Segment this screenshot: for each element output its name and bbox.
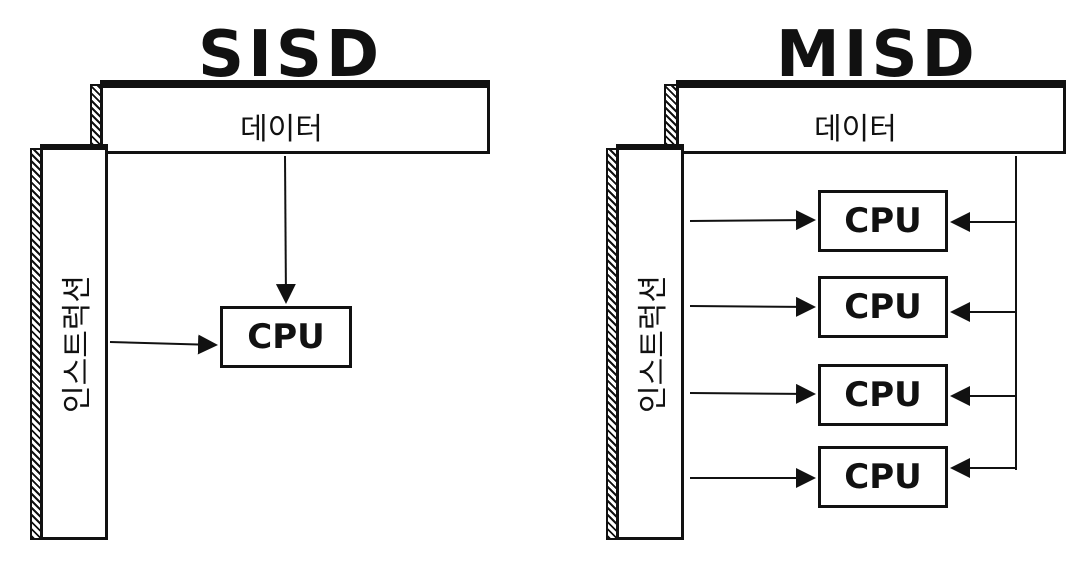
misd-cpu-3: CPU — [818, 364, 948, 426]
misd-cpu-4: CPU — [818, 446, 948, 508]
misd-title: MISD — [776, 18, 979, 92]
sisd-data-bar — [100, 80, 490, 154]
misd-instruction-arrow — [689, 210, 816, 231]
sisd-instruction-bar — [40, 144, 108, 540]
sisd-data-label: 데이터 — [240, 112, 323, 147]
misd-cpu-1: CPU — [818, 190, 948, 252]
misd-data-label: 데이터 — [814, 112, 897, 147]
sisd-instruction-arrow — [109, 334, 218, 355]
sisd-data-arrow — [275, 155, 296, 304]
sisd-title: SISD — [198, 18, 384, 92]
misd-instruction-bar — [616, 144, 684, 540]
misd-instruction-arrow — [689, 296, 816, 317]
misd-instruction-arrow — [689, 383, 816, 404]
sisd-cpu: CPU — [220, 306, 352, 368]
misd-data-bar — [676, 80, 1066, 154]
misd-cpu-2: CPU — [818, 276, 948, 338]
